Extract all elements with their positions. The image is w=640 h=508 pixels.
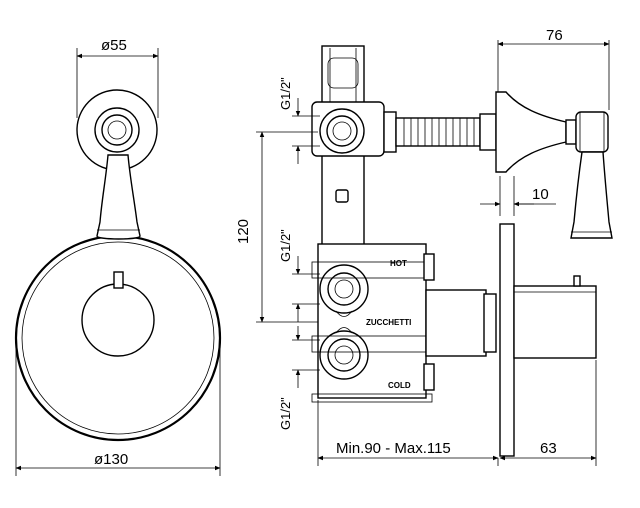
lever-handle [96, 154, 141, 240]
dim-d130: ø130 [94, 451, 128, 468]
escutcheon-plate [14, 234, 222, 442]
label-brand: ZUCCHETTI [366, 318, 411, 327]
label-hot: HOT [390, 259, 407, 268]
dim-120: 120 [235, 219, 252, 244]
dim-minmax: Min.90 - Max.115 [336, 440, 451, 457]
lower-body [317, 243, 427, 399]
plate-side [499, 223, 515, 457]
dim-d55: ø55 [101, 37, 127, 54]
side-view: HOT ZUCCHETTI COLD 76 10 120 [235, 27, 613, 466]
dim-63: 63 [540, 440, 557, 457]
dim-g12-top: G1/2" [278, 77, 293, 110]
diverter-cartridge [425, 289, 487, 357]
knob-side [513, 285, 597, 359]
dim-10: 10 [532, 186, 549, 203]
dim-g12-mid: G1/2" [278, 229, 293, 262]
dim-g12-bot: G1/2" [278, 397, 293, 430]
rosette-side [495, 91, 567, 173]
diverter-knob [81, 283, 155, 357]
label-cold: COLD [388, 381, 411, 390]
hot-inlet [319, 264, 369, 314]
lever-handle-side [570, 151, 613, 239]
threaded-stem [395, 117, 481, 147]
front-view: ø55 ø130 [14, 37, 222, 476]
top-inlet [319, 108, 365, 154]
cold-inlet [319, 330, 369, 380]
dim-76: 76 [546, 27, 563, 44]
